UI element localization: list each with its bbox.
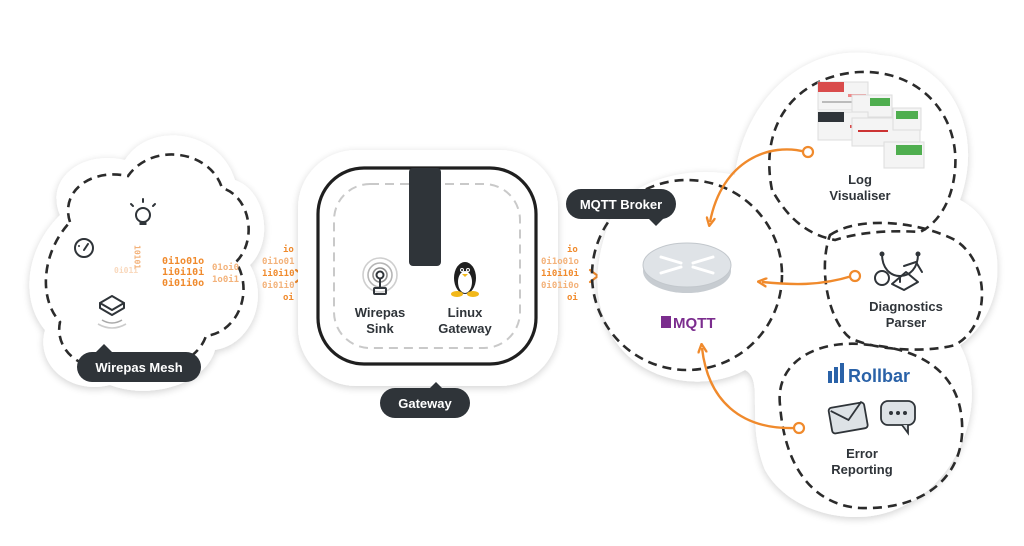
stethoscope-icon (874, 251, 923, 291)
error-label-line1: Error (846, 446, 878, 461)
mesh-bits-tail1: 01oi0 (212, 262, 239, 273)
gateway-group: Wirepas Sink Linux Gateway Gateway (298, 150, 558, 418)
tux-icon (451, 262, 479, 297)
mesh-to-gateway-bits: 0i1o01 1i0i10 0i01i0 io oi (262, 244, 306, 303)
svg-text:Gateway: Gateway (398, 396, 452, 411)
bits-a3: 0i01i0 (262, 280, 295, 291)
diagnostics-dashed-outline (823, 221, 984, 351)
diag-label-line1: Diagnostics (869, 299, 943, 314)
log-dashed-outline (768, 70, 957, 242)
bits-b2: 1i0i10i (541, 268, 580, 279)
linux-label-line1: Linux (448, 305, 483, 320)
mesh-bits-row1: 0i1o01o (162, 255, 204, 267)
mesh-bits-tail2: 1o0i1 (212, 274, 239, 285)
svg-text:MQTT Broker: MQTT Broker (580, 197, 662, 212)
wirepas-mesh-group: 0i1o01o 1i0i10i 0i01i0o 0i01i 10101 01oi… (29, 135, 265, 391)
log-connector-dot (801, 145, 815, 159)
svg-text:Rollbar: Rollbar (848, 366, 910, 386)
bits-b4: io (567, 244, 578, 255)
services-cloud-group: MQTT Broker MQTT (566, 52, 998, 518)
log-visualiser-image (817, 81, 925, 169)
diag-connector-dot (848, 269, 862, 283)
sink-label-line1: Wirepas (355, 305, 405, 320)
bits-b5: oi (567, 292, 578, 303)
svg-text:MQTT: MQTT (673, 315, 716, 332)
diag-label-line2: Parser (886, 315, 926, 330)
gauge-icon (74, 238, 94, 258)
mesh-cloud-background (29, 135, 265, 391)
mqtt-logo: MQTT (661, 315, 716, 332)
bits-a4: io (283, 244, 294, 255)
error-connector-dot (792, 421, 806, 435)
error-label-line2: Reporting (831, 462, 892, 477)
mesh-bit-stream: 0i1o01o 1i0i10i 0i01i0o 0i01i 10101 01oi… (114, 245, 239, 289)
error-to-broker-connector (702, 348, 797, 430)
envelope-icon (827, 400, 869, 435)
lightbulb-icon (130, 198, 156, 225)
router-icon (642, 242, 732, 293)
gateway-label: Gateway (380, 382, 470, 418)
bits-a2: 1i0i10 (262, 268, 295, 279)
error-dashed-outline (778, 342, 964, 510)
bits-a1: 0i1o01 (262, 256, 295, 267)
wirepas-mesh-label: Wirepas Mesh (77, 344, 201, 382)
gateway-antenna-bar (409, 168, 441, 266)
antenna-icon (362, 257, 398, 295)
linux-label-line2: Gateway (438, 321, 492, 336)
sensor-icon (97, 295, 127, 329)
gateway-inner-dashed-outline (333, 183, 521, 349)
log-to-broker-connector (710, 148, 807, 222)
sink-label-line2: Sink (366, 321, 394, 336)
mesh-cloud-dashed-outline (44, 153, 250, 372)
log-label-line2: Visualiser (829, 188, 890, 203)
bits-b1: 0i1o01o (541, 256, 579, 267)
bits-b3: 0i01i0o (541, 280, 579, 291)
chat-bubble-icon (880, 400, 916, 436)
mesh-bits-faint: 0i01i (114, 265, 138, 275)
log-label-line1: Log (848, 172, 872, 187)
mesh-bits-col: 10101 (133, 245, 142, 269)
bits-a5: oi (283, 292, 294, 303)
broker-dashed-outline (590, 178, 784, 372)
mesh-bits-row3: 0i01i0o (162, 277, 204, 289)
mesh-bits-row2: 1i0i10i (162, 266, 204, 278)
rollbar-logo: Rollbar (828, 363, 910, 386)
mqtt-broker-label: MQTT Broker (566, 189, 676, 226)
svg-text:Wirepas Mesh: Wirepas Mesh (95, 360, 182, 375)
diag-to-broker-connector (762, 274, 853, 284)
